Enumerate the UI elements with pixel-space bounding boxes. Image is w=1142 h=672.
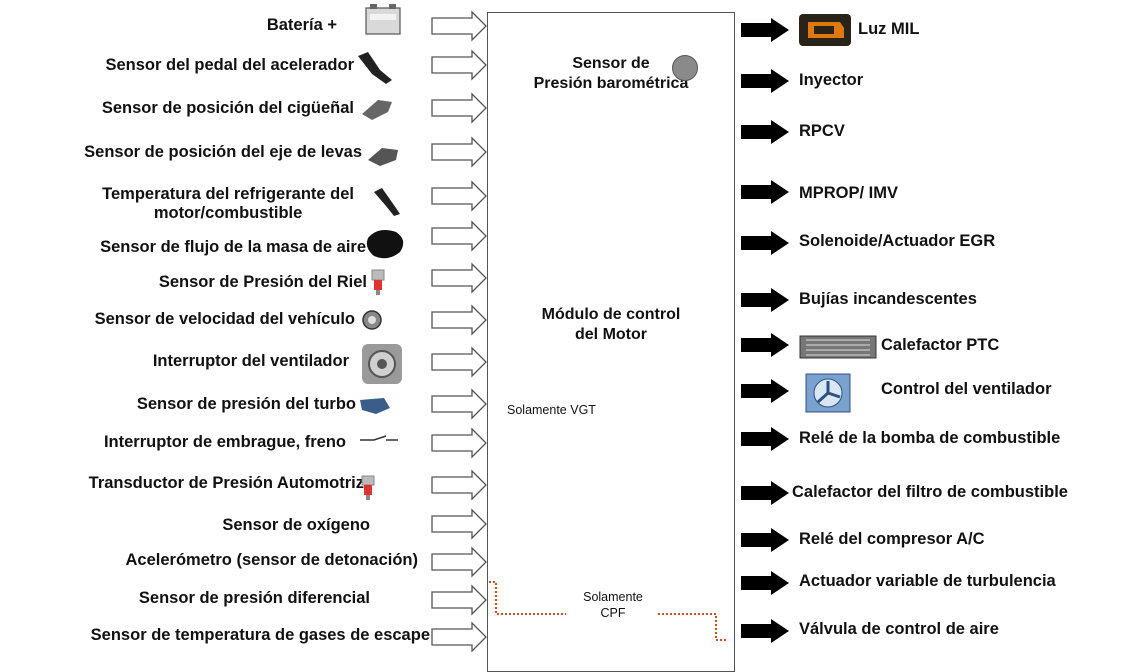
radiator-fan-icon [805,373,851,413]
output-arrow-12 [741,619,789,643]
rail-pressure-sensor-icon [371,269,385,295]
input-arrow-11 [431,469,487,501]
output-label-ptc: Calefactor PTC [881,336,1000,354]
input-label-turbo: Sensor de presión del turbo [136,395,356,413]
input-label-ciguenal: Sensor de posición del cigüeñal [101,99,354,117]
output-label-ac: Relé del compresor A/C [799,530,985,548]
output-label-rpcv: RPCV [799,122,845,140]
input-arrow-14 [431,584,487,616]
output-label-mprop: MPROP/ IMV [799,184,899,202]
input-arrow-7 [431,304,487,336]
input-arrow-15 [431,621,487,652]
cpf-left-dotted-line [489,581,566,615]
output-label-mil: Luz MIL [858,20,920,38]
output-arrow-4 [741,231,789,255]
input-arrow-12 [431,508,487,540]
input-label-bateria: Batería + [266,16,337,34]
ecm-title-line2: del Motor [575,326,647,343]
output-arrow-6 [741,333,789,357]
maf-sensor-icon [366,230,404,259]
input-arrow-6 [431,262,487,294]
input-label-maf: Sensor de flujo de la masa de aire [100,238,366,256]
pressure-transducer-icon [361,475,375,500]
output-arrow-3 [741,180,789,204]
output-arrow-8 [741,427,789,451]
input-label-refrigerante-line2: motor/combustible [153,204,303,222]
baro-sensor-icon [672,55,698,81]
input-label-embrague: Interruptor de embrague, freno [103,433,346,451]
speed-sensor-icon [362,310,382,330]
clutch-brake-switch-icon [360,435,398,441]
input-label-transductor: Transductor de Presión Automotriz [88,474,364,492]
output-label-aire: Válvula de control de aire [799,620,999,638]
input-label-refrigerante: Temperatura del refrigerante del motor/c… [102,185,354,223]
camshaft-sensor-icon [368,148,398,166]
output-label-filtro: Calefactor del filtro de combustible [792,483,1068,501]
output-arrow-9 [741,481,789,505]
input-label-acelerador: Sensor del pedal del acelerador [105,56,354,74]
cpf-line2: CPF [600,606,626,620]
ecm-title: Módulo de control del Motor [487,305,735,345]
ptc-heater-icon [799,335,877,359]
output-label-turbulencia: Actuador variable de turbulencia [799,572,1056,590]
accelerator-pedal-sensor-icon [358,52,392,84]
crankshaft-sensor-icon [362,100,392,120]
input-label-escape: Sensor de temperatura de gases de escape [90,626,430,644]
input-arrow-3 [431,136,487,168]
output-label-ventilador: Control del ventilador [881,380,1052,398]
output-arrow-5 [741,288,789,312]
output-arrow-2 [741,120,789,144]
input-label-levas: Sensor de posición del eje de levas [84,143,362,161]
baro-sensor-label: Sensor de Presión barométrica [487,54,735,94]
cpf-line1: Solamente [583,590,643,604]
coolant-temp-sensor-icon [374,188,400,216]
input-arrow-4 [431,180,487,212]
input-arrow-1 [431,49,487,81]
input-label-velocidad: Sensor de velocidad del vehículo [94,310,355,328]
fan-switch-icon [362,344,402,384]
input-label-diferencial: Sensor de presión diferencial [138,589,370,607]
cpf-right-dotted-line [658,613,728,641]
output-label-egr: Solenoide/Actuador EGR [799,232,996,250]
ecm-title-line1: Módulo de control [541,306,681,323]
output-arrow-7 [741,379,789,403]
output-arrow-11 [741,571,789,595]
output-arrows [741,18,789,643]
input-arrow-10 [431,427,487,459]
input-label-riel: Sensor de Presión del Riel [158,273,367,291]
check-engine-light-icon [799,14,851,46]
output-arrow-1 [741,69,789,93]
input-arrow-13 [431,546,487,578]
cpf-dotted-lines [489,581,728,641]
turbo-pressure-sensor-icon [360,398,390,414]
diagram-graphics [358,4,877,652]
output-arrow-0 [741,18,789,42]
input-label-oxigeno: Sensor de oxígeno [222,516,370,534]
battery-icon [365,4,401,35]
output-label-bujias: Bujías incandescentes [799,290,977,308]
cpf-only-note: Solamente CPF [570,589,656,621]
input-arrow-8 [431,346,487,378]
input-label-refrigerante-line1: Temperatura del refrigerante del [102,185,354,203]
vgt-only-note: Solamente VGT [507,403,596,417]
output-label-inyector: Inyector [799,71,864,89]
input-label-ventilador: Interruptor del ventilador [152,352,349,370]
baro-line2: Presión barométrica [533,75,689,92]
output-label-bomba: Relé de la bomba de combustible [799,429,1061,447]
ecm-module-box [487,12,735,672]
baro-line1: Sensor de [572,55,650,72]
input-arrow-2 [431,92,487,124]
output-arrow-10 [741,528,789,552]
input-label-acelerometro: Acelerómetro (sensor de detonación) [125,551,418,569]
input-arrow-9 [431,388,487,420]
input-arrow-5 [431,220,487,252]
input-arrows [431,10,487,652]
input-arrow-0 [431,10,487,42]
